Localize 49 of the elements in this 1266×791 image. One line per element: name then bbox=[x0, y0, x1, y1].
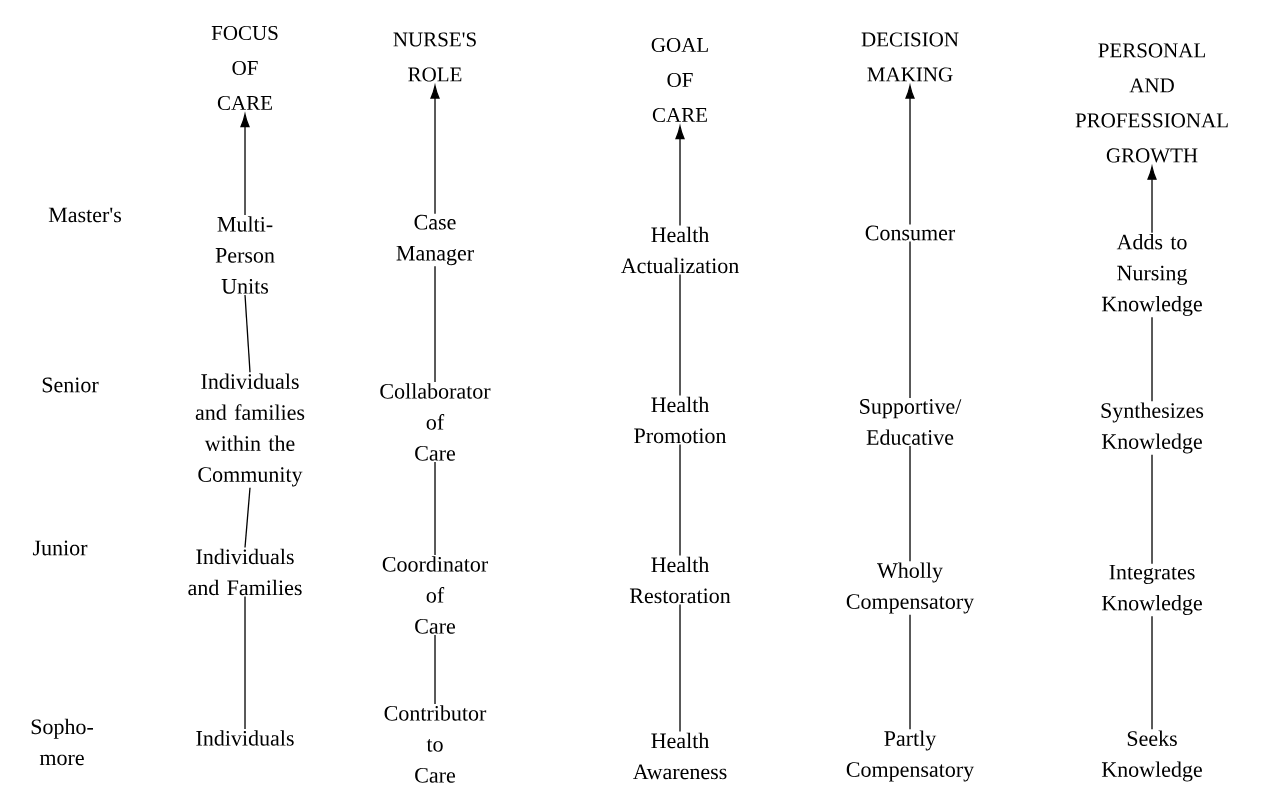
level-text: Collaborator of Care bbox=[380, 383, 491, 461]
arrow bbox=[430, 85, 440, 215]
level-text: Wholly Compensatory bbox=[846, 562, 975, 614]
connector-line bbox=[1151, 316, 1153, 402]
level-text: Synthesizes Knowledge bbox=[1101, 402, 1204, 454]
level-text: Individuals and Families bbox=[188, 548, 302, 596]
connector-line bbox=[909, 445, 911, 562]
column-heading: DECISION MAKING bbox=[861, 32, 959, 82]
level-text: Coordinator of Care bbox=[382, 556, 488, 634]
level-text: Contributor to Care bbox=[384, 705, 487, 783]
level-text: Individuals bbox=[196, 730, 294, 746]
connector-line bbox=[244, 294, 251, 373]
connector-line bbox=[1151, 454, 1153, 565]
level-text: Health Promotion bbox=[634, 396, 727, 444]
arrow bbox=[905, 85, 915, 226]
level-label: Senior bbox=[42, 377, 99, 393]
level-text: Supportive/ Educative bbox=[860, 399, 962, 445]
connector-line bbox=[1151, 615, 1153, 730]
level-text: Integrates Knowledge bbox=[1101, 564, 1202, 616]
level-label: Master's bbox=[48, 207, 121, 223]
connector-line bbox=[679, 603, 681, 733]
level-text: Seeks Knowledge bbox=[1101, 730, 1202, 782]
connector-line bbox=[244, 595, 246, 730]
level-text: Adds to Nursing Knowledge bbox=[1101, 234, 1202, 316]
connector-line bbox=[434, 461, 436, 556]
level-text: Consumer bbox=[865, 225, 956, 241]
column-heading: FOCUS OF CARE bbox=[211, 25, 278, 111]
column-heading: PERSONAL AND PROFESSIONAL GROWTH bbox=[1075, 43, 1228, 163]
arrow bbox=[240, 113, 250, 216]
connector-line bbox=[679, 273, 681, 397]
level-text: Multi- Person Units bbox=[215, 216, 275, 294]
column-heading: NURSE'S ROLE bbox=[393, 32, 476, 82]
connector-line bbox=[909, 240, 911, 399]
level-text: Partly Compensatory bbox=[846, 730, 975, 782]
level-text: Individuals and families within the Community bbox=[195, 373, 305, 487]
level-text: Case Manager bbox=[396, 214, 474, 266]
level-text: Health Awareness bbox=[633, 732, 727, 780]
connector-line bbox=[434, 265, 436, 383]
level-text: Health Actualization bbox=[620, 226, 739, 274]
connector-line bbox=[434, 634, 436, 705]
connector-line bbox=[679, 443, 681, 557]
level-label: Junior bbox=[32, 540, 88, 556]
connector-line bbox=[909, 614, 911, 730]
column-heading: GOAL OF CARE bbox=[651, 37, 708, 123]
arrow bbox=[1147, 166, 1157, 234]
arrow bbox=[675, 125, 685, 227]
connector-line bbox=[244, 487, 251, 549]
level-label: Sopho- more bbox=[31, 718, 93, 766]
level-text: Health Restoration bbox=[629, 556, 731, 604]
